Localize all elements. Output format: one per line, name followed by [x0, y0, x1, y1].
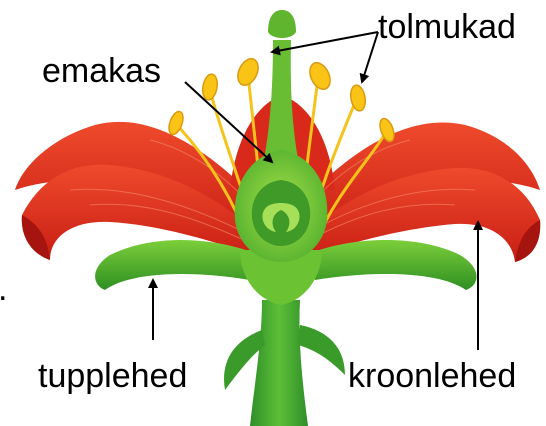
anther-4 [306, 60, 334, 93]
label-stamens: tolmukad [378, 8, 516, 46]
label-sepals: tupplehed [38, 357, 187, 395]
leaf-right [298, 325, 345, 375]
label-petals: kroonlehed [348, 357, 516, 395]
anther-3 [234, 56, 262, 89]
stigma [268, 10, 296, 38]
label-pistil: emakas [42, 52, 161, 90]
sepal-right [305, 240, 477, 290]
anther-2 [201, 73, 219, 101]
stray-mark: . [0, 270, 7, 308]
stem [250, 300, 308, 426]
arrow-stamens-2 [362, 32, 378, 82]
sepal-left [95, 240, 260, 290]
